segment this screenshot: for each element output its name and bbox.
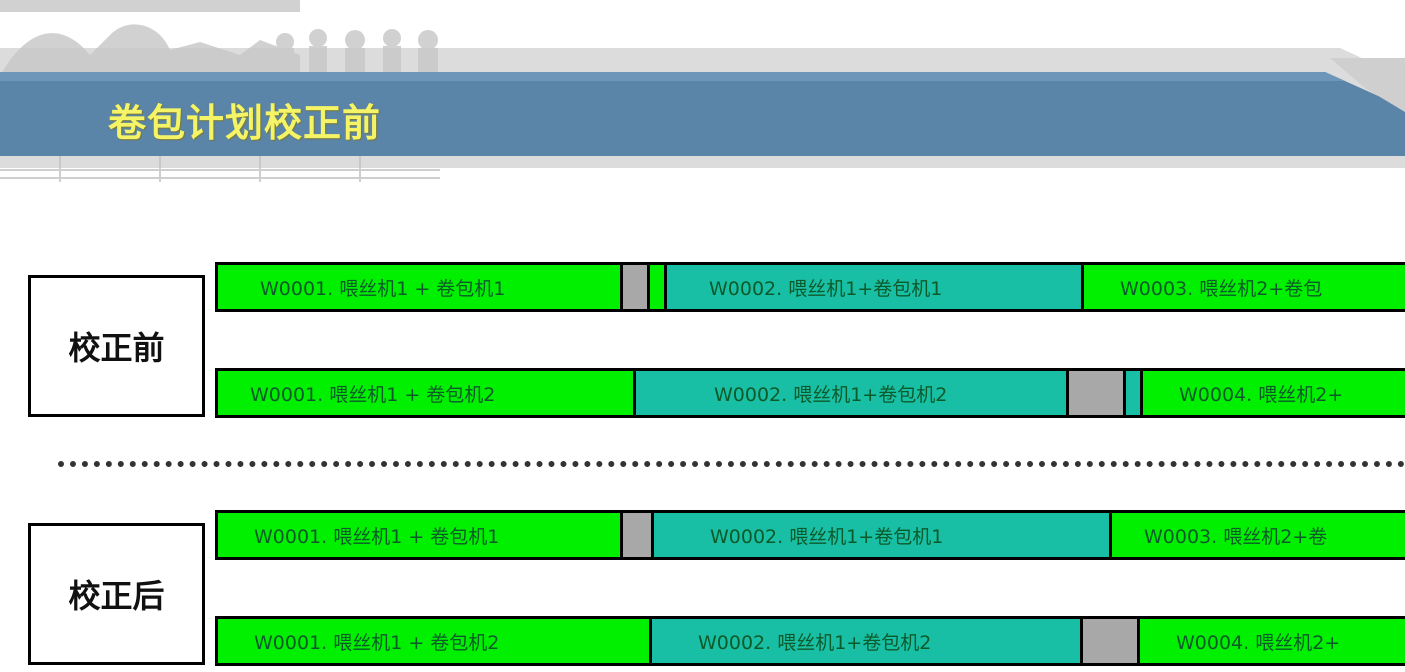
task-label: W0001. 喂丝机1 + 卷包机2 [250,383,496,406]
timeline-row: W0001. 喂丝机1 + 卷包机1 W0002. 喂丝机1+卷包机1 W000… [215,510,1405,560]
page-title: 卷包计划校正前 [108,101,382,145]
group-label-after: 校正后 [28,523,205,665]
task-segment: W0002. 喂丝机1+卷包机2 [649,616,1083,666]
task-label: W0004. 喂丝机2+ [1179,383,1344,406]
idle-gap-segment [620,262,650,312]
group-label-before: 校正前 [28,275,205,417]
task-segment: W0004. 喂丝机2+ [1137,616,1405,666]
task-segment: W0001. 喂丝机1 + 卷包机2 [215,368,636,418]
task-label: W0001. 喂丝机1 + 卷包机2 [254,631,500,654]
task-segment: W0001. 喂丝机1 + 卷包机1 [215,262,625,312]
idle-gap-segment [1066,368,1126,418]
task-segment: W0002. 喂丝机1+卷包机1 [664,262,1084,312]
task-segment: W0001. 喂丝机1 + 卷包机1 [215,510,625,560]
task-segment: W0003. 喂丝机2+卷包 [1081,262,1405,312]
task-label: W0003. 喂丝机2+卷包 [1120,277,1323,300]
section-divider [58,461,1405,467]
silhouette-decoration [0,0,438,76]
task-label: W0001. 喂丝机1 + 卷包机1 [260,277,506,300]
task-label: W0003. 喂丝机2+卷 [1144,525,1328,548]
task-label: W0001. 喂丝机1 + 卷包机1 [254,525,500,548]
task-label: W0002. 喂丝机1+卷包机1 [710,525,944,548]
task-segment: W0002. 喂丝机1+卷包机2 [633,368,1070,418]
header-banner: 卷包计划校正前 [0,0,1405,200]
task-segment: W0003. 喂丝机2+卷 [1109,510,1405,560]
timeline-row: W0001. 喂丝机1 + 卷包机2 W0002. 喂丝机1+卷包机2 W000… [215,368,1405,418]
idle-gap-segment [1080,616,1140,666]
timeline-row: W0001. 喂丝机1 + 卷包机1 W0002. 喂丝机1+卷包机1 W000… [215,262,1405,312]
task-segment: W0002. 喂丝机1+卷包机1 [651,510,1112,560]
task-label: W0002. 喂丝机1+卷包机1 [709,277,943,300]
task-label: W0002. 喂丝机1+卷包机2 [698,631,932,654]
idle-gap-segment [620,510,654,560]
task-label: W0004. 喂丝机2+ [1176,631,1341,654]
timeline-row: W0001. 喂丝机1 + 卷包机2 W0002. 喂丝机1+卷包机2 W000… [215,616,1405,666]
task-segment: W0004. 喂丝机2+ [1140,368,1405,418]
task-segment: W0001. 喂丝机1 + 卷包机2 [215,616,652,666]
task-label: W0002. 喂丝机1+卷包机2 [714,383,948,406]
banner-graphic [0,0,1405,182]
